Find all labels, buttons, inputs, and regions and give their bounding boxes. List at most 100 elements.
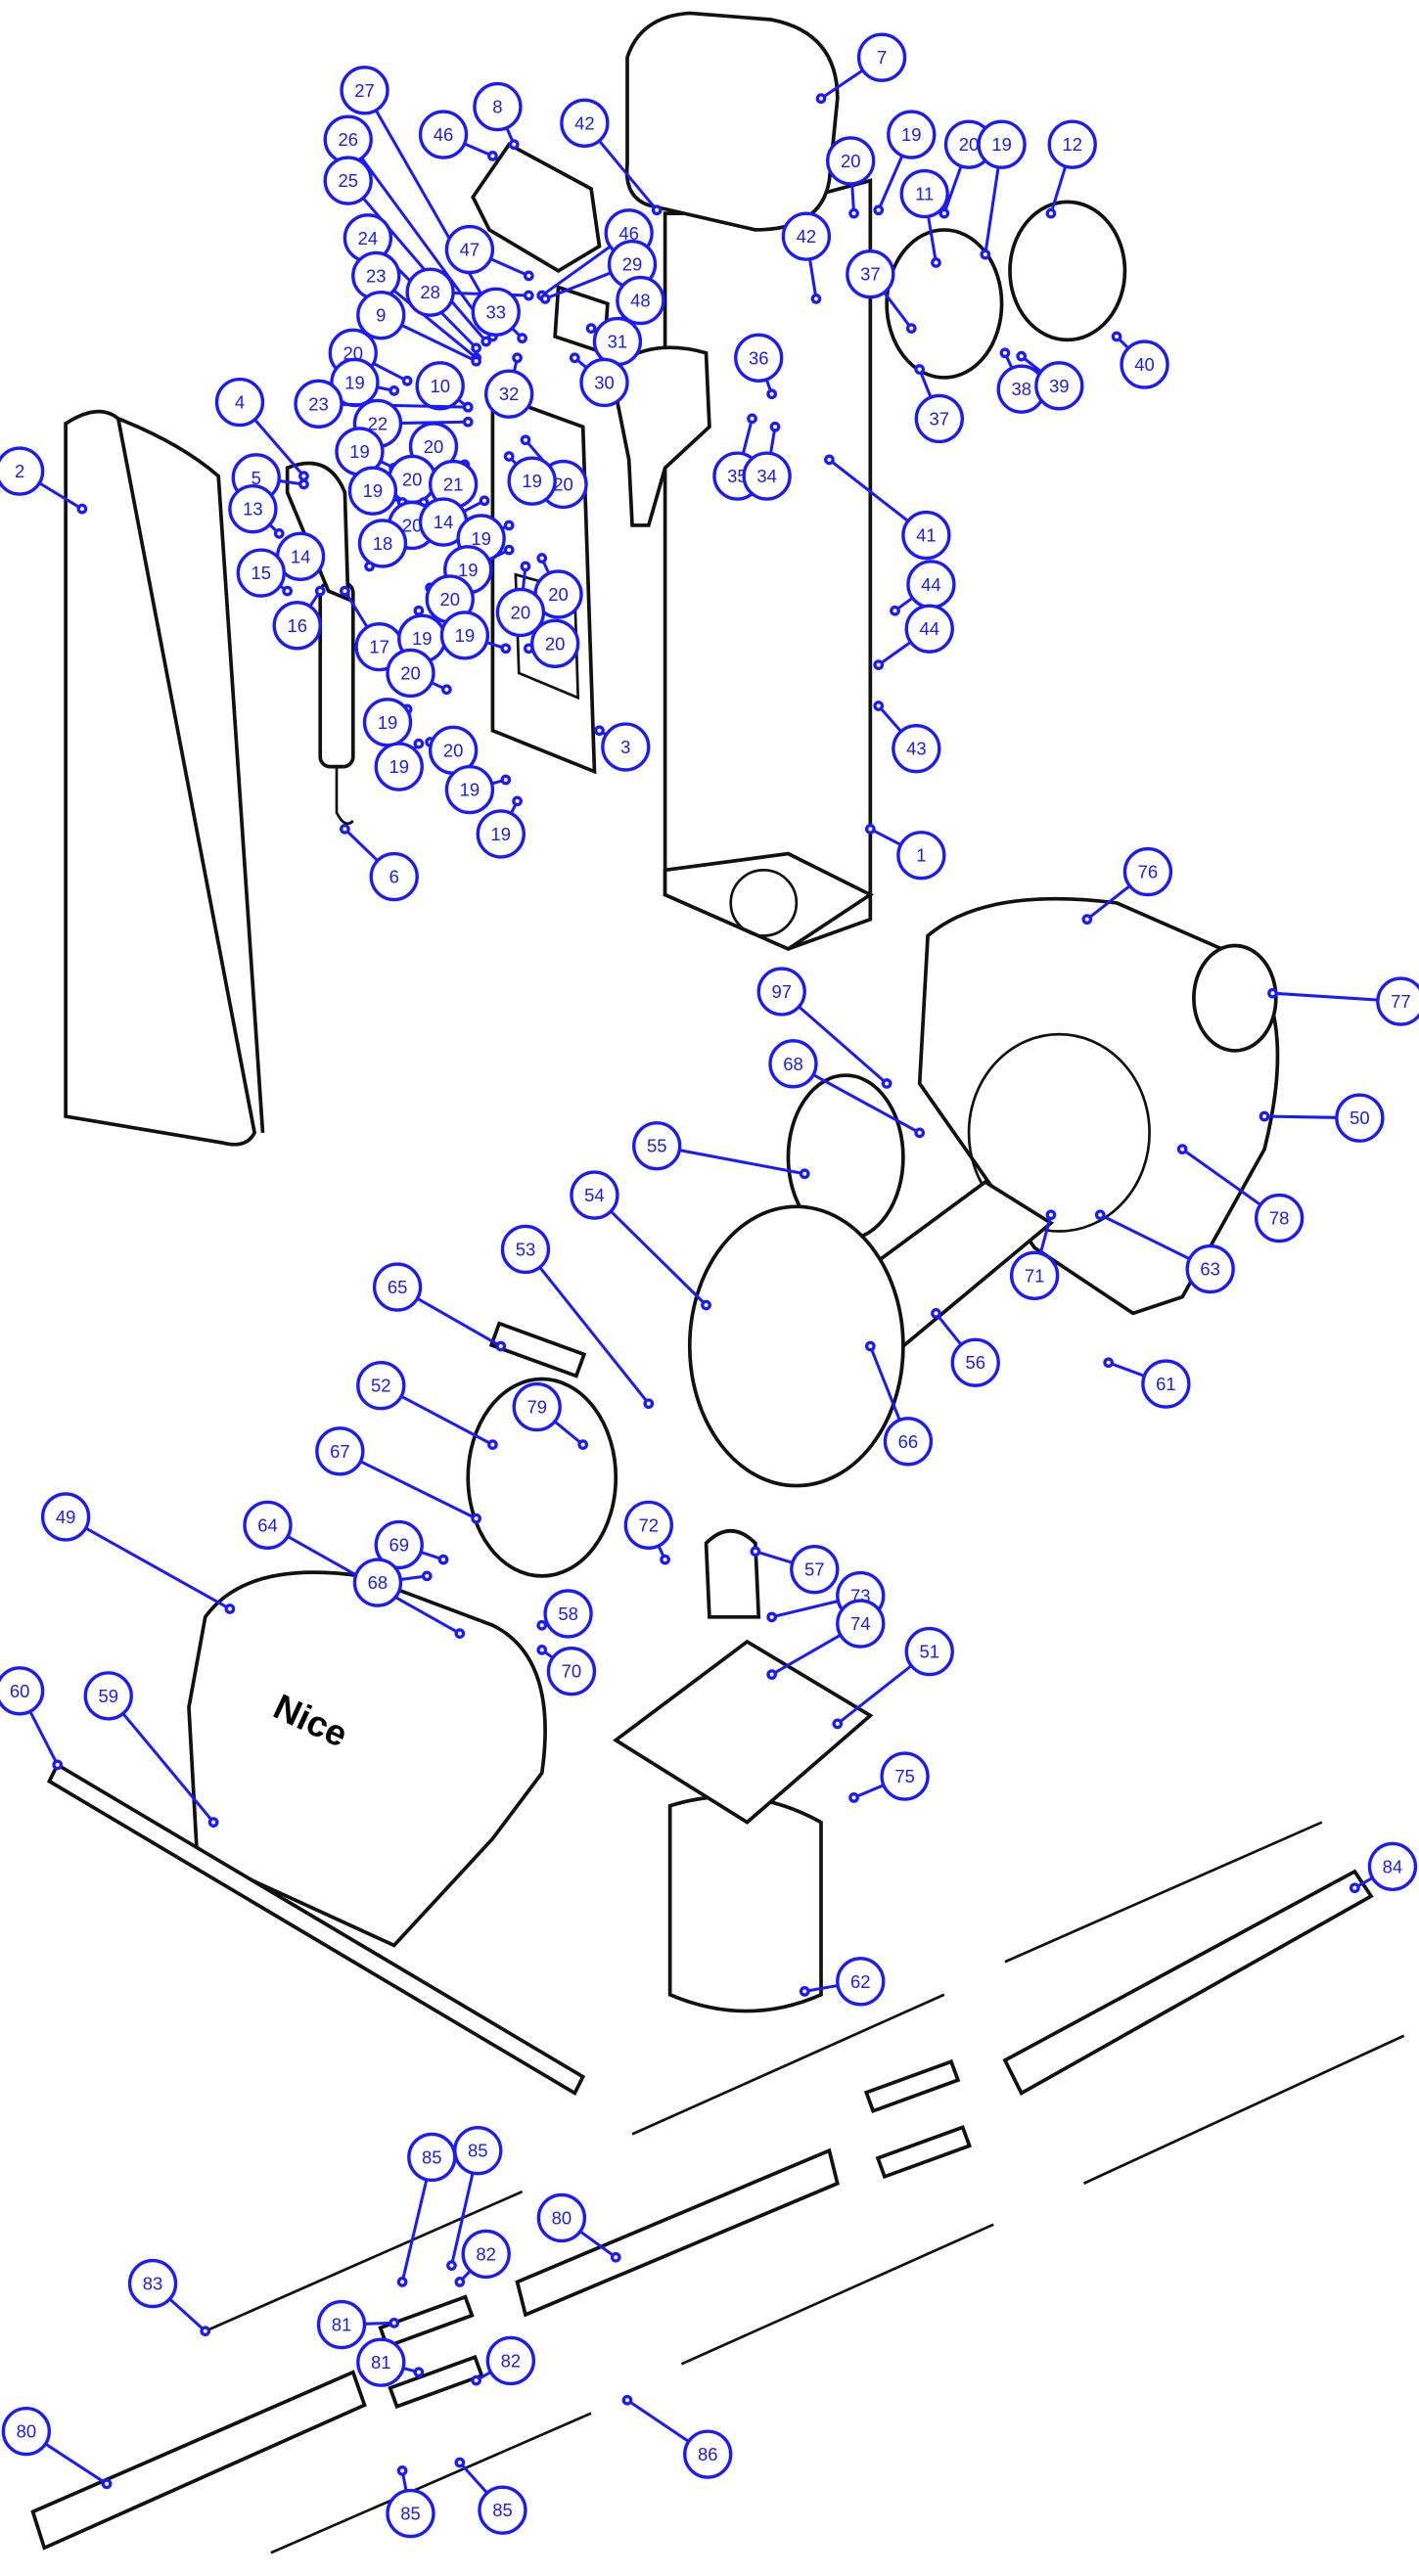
callout-number: 19 bbox=[901, 124, 922, 145]
callout-number: 58 bbox=[558, 1604, 578, 1624]
callout-bubble bbox=[356, 291, 406, 340]
callout-number: 20 bbox=[440, 589, 461, 610]
callout-number: 20 bbox=[511, 602, 531, 622]
leader-dot bbox=[101, 2478, 113, 2490]
callout-42: 42 bbox=[781, 211, 832, 304]
leader-dot bbox=[577, 1439, 589, 1451]
leader-line bbox=[578, 2230, 618, 2259]
leader-dot bbox=[389, 384, 400, 396]
callout-36: 36 bbox=[734, 333, 784, 400]
callout-number: 53 bbox=[516, 1239, 536, 1259]
callout-44: 44 bbox=[873, 604, 954, 670]
callout-number: 47 bbox=[460, 240, 481, 260]
callout-bubble bbox=[1122, 846, 1173, 897]
callout-19: 19 bbox=[374, 738, 425, 791]
leader-dot bbox=[1349, 1882, 1360, 1894]
callout-number: 23 bbox=[308, 393, 329, 414]
leader-dot bbox=[500, 774, 512, 786]
callout-53: 53 bbox=[500, 1224, 655, 1410]
callout-number: 10 bbox=[430, 376, 450, 396]
leader-line bbox=[679, 1149, 805, 1176]
leader-dot bbox=[810, 294, 822, 304]
callout-bubble bbox=[846, 249, 895, 299]
leader-dot bbox=[314, 585, 326, 597]
leader-line bbox=[28, 1710, 60, 1766]
callout-19: 19 bbox=[347, 466, 408, 516]
callout-number: 20 bbox=[959, 134, 980, 155]
leader-dot bbox=[1016, 350, 1028, 362]
callout-number: 48 bbox=[630, 291, 651, 311]
callout-19: 19 bbox=[873, 110, 937, 216]
callout-number: 17 bbox=[369, 637, 389, 657]
coupling-upper bbox=[863, 2058, 961, 2114]
callout-number: 20 bbox=[402, 469, 423, 489]
callout-bubble bbox=[356, 2337, 406, 2387]
motor-62 bbox=[667, 1794, 823, 2013]
callout-1: 1 bbox=[864, 824, 946, 881]
callout-number: 44 bbox=[919, 618, 939, 639]
leader-dot bbox=[873, 204, 885, 216]
leader-dot bbox=[1111, 331, 1122, 342]
callout-bubble bbox=[453, 2126, 503, 2176]
callout-97: 97 bbox=[756, 967, 893, 1089]
callout-number: 71 bbox=[1025, 1265, 1045, 1286]
callout-number: 85 bbox=[468, 2141, 488, 2161]
callout-11: 11 bbox=[899, 168, 949, 268]
callout-number: 80 bbox=[17, 2421, 37, 2442]
callout-bubble bbox=[1047, 119, 1097, 169]
callout-bubble bbox=[471, 287, 521, 337]
callout-bubble bbox=[536, 2192, 587, 2243]
leader-dot bbox=[340, 585, 350, 597]
callout-number: 74 bbox=[850, 1613, 871, 1634]
callout-number: 41 bbox=[916, 525, 937, 546]
leader-dot bbox=[520, 561, 531, 572]
callout-bubble bbox=[742, 451, 792, 501]
callout-71: 71 bbox=[1009, 1209, 1060, 1300]
callout-bubble bbox=[0, 446, 45, 496]
callout-bubble bbox=[896, 831, 946, 881]
callout-number: 19 bbox=[458, 560, 479, 580]
callout-bubble bbox=[323, 156, 373, 205]
motor-flange-51 bbox=[612, 1639, 874, 1825]
leader-dot bbox=[471, 355, 481, 367]
coupling-lower bbox=[875, 2124, 972, 2180]
callout-bubble bbox=[856, 32, 907, 82]
callout-10: 10 bbox=[415, 361, 474, 413]
leader-dot bbox=[769, 421, 781, 432]
lever-bracket bbox=[285, 461, 350, 603]
callout-68: 68 bbox=[352, 1558, 433, 1607]
callout-number: 82 bbox=[476, 2243, 496, 2264]
callout-79: 79 bbox=[512, 1381, 589, 1451]
callout-number: 15 bbox=[252, 563, 272, 583]
callout-bubble bbox=[601, 722, 651, 772]
callout-number: 55 bbox=[647, 1136, 667, 1156]
callout-23: 23 bbox=[351, 250, 481, 364]
callout-number: 16 bbox=[287, 615, 307, 636]
callout-41: 41 bbox=[824, 454, 951, 561]
callout-bubble bbox=[826, 136, 876, 186]
callout-bubble bbox=[950, 1337, 1000, 1387]
callout-30: 30 bbox=[569, 352, 629, 408]
leader-dot bbox=[766, 1611, 778, 1623]
callout-33: 33 bbox=[471, 287, 527, 344]
callout-number: 5 bbox=[252, 468, 261, 488]
callout-84: 84 bbox=[1349, 1841, 1418, 1894]
callout-28: 28 bbox=[405, 267, 534, 317]
callout-number: 81 bbox=[371, 2352, 391, 2373]
callout-number: 84 bbox=[1383, 1856, 1403, 1876]
callout-bubble bbox=[529, 618, 580, 668]
callout-bubble bbox=[616, 275, 665, 326]
leader-dot bbox=[401, 375, 413, 386]
callout-number: 37 bbox=[930, 408, 950, 429]
callout-bubble bbox=[623, 1500, 673, 1551]
callout-bubble bbox=[1335, 1093, 1385, 1143]
callout-60: 60 bbox=[0, 1666, 64, 1771]
leader-line bbox=[770, 1633, 842, 1676]
leader-line bbox=[38, 481, 83, 511]
leader-line bbox=[253, 418, 305, 477]
callout-bubble bbox=[357, 519, 408, 568]
leader-dot bbox=[864, 824, 876, 835]
callout-number: 3 bbox=[620, 737, 630, 757]
callout-number: 30 bbox=[594, 372, 615, 392]
